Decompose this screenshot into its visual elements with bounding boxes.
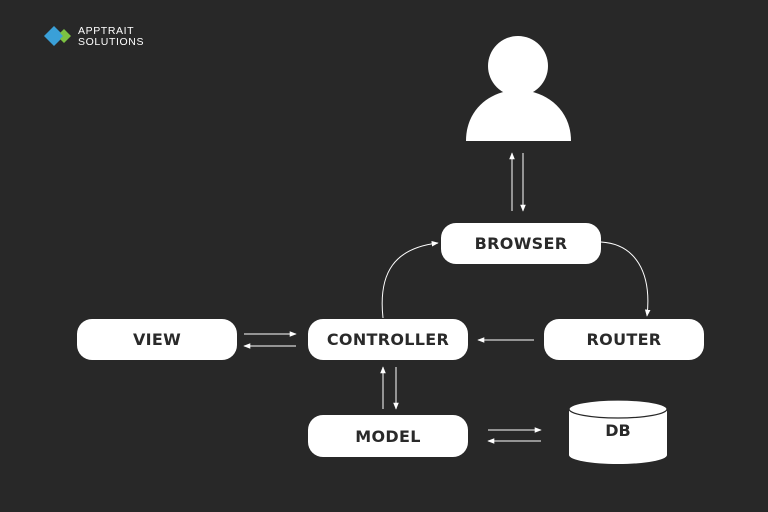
controller-node: CONTROLLER — [308, 319, 468, 360]
db-label: DB — [605, 421, 631, 440]
logo-line-1: APPTRAIT — [78, 25, 135, 37]
arrow-browser-to-router — [600, 241, 651, 317]
router-node: ROUTER — [544, 319, 704, 360]
model-node: MODEL — [308, 415, 468, 457]
logo-mark-icon — [42, 24, 78, 50]
view-node: VIEW — [77, 319, 237, 360]
logo-text: APPTRAIT SOLUTIONS — [78, 26, 144, 48]
database-icon — [568, 399, 668, 464]
user-icon — [466, 36, 571, 141]
company-logo: APPTRAIT SOLUTIONS — [42, 24, 144, 50]
browser-node: BROWSER — [441, 223, 601, 264]
arrow-controller-to-browser — [381, 240, 439, 319]
logo-line-2: SOLUTIONS — [78, 36, 145, 48]
